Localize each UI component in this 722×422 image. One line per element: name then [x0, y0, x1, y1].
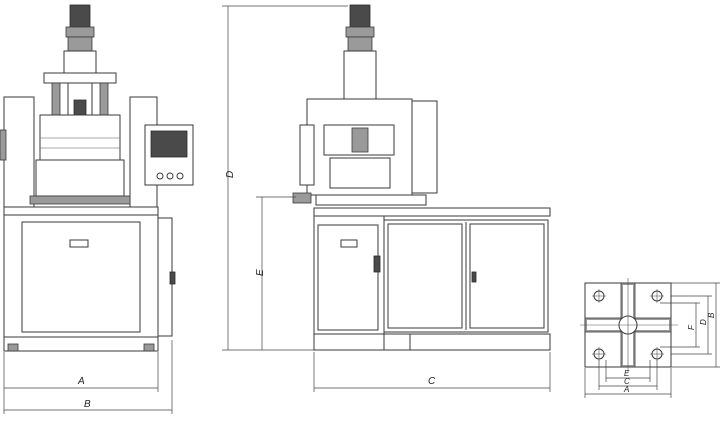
front-cylinder	[63, 50, 97, 74]
front-motor-flange	[65, 26, 95, 38]
dim-label-base-C: C	[624, 377, 630, 386]
front-dimensions: A B	[3, 340, 173, 414]
front-coupling	[67, 36, 93, 52]
front-rotary-table	[29, 195, 131, 205]
front-view	[0, 4, 194, 352]
front-motor	[69, 4, 91, 28]
front-foot-left	[7, 343, 19, 352]
dim-label-base-F: F	[687, 324, 696, 330]
front-control-screen	[150, 130, 188, 158]
side-motor-flange	[345, 26, 375, 38]
side-mold-lower	[329, 157, 391, 189]
side-table-top	[313, 207, 551, 217]
base-plan-view	[580, 278, 678, 372]
side-door-panel	[299, 124, 315, 186]
front-button-3	[176, 172, 184, 180]
side-ram	[351, 127, 369, 153]
side-cylinder	[343, 50, 377, 100]
dim-label-base-B: B	[707, 312, 716, 318]
front-base-frame	[3, 336, 159, 352]
front-cabinet-door	[21, 221, 141, 333]
dim-label-B: B	[84, 399, 91, 410]
front-lower-platen	[35, 159, 125, 197]
dim-label-base-E: E	[624, 369, 630, 378]
front-left-guard	[3, 96, 35, 213]
side-left-handle	[340, 239, 358, 248]
side-right-door-2	[469, 223, 545, 329]
front-mold-frame	[39, 114, 121, 161]
base-dimensions: F D B E C A	[584, 282, 720, 398]
dim-label-E: E	[255, 269, 266, 276]
dim-label-A: A	[77, 376, 85, 387]
side-rotary-table	[315, 194, 427, 206]
side-left-latch	[373, 255, 381, 273]
front-door-handle	[69, 239, 89, 248]
front-foot-right	[143, 343, 155, 352]
front-table-top	[3, 206, 159, 216]
side-right-lock	[471, 271, 477, 283]
front-top-plate	[43, 72, 117, 84]
side-coupling	[347, 36, 373, 52]
front-left-hinge	[0, 129, 7, 161]
side-rear-panel	[411, 100, 438, 194]
side-motor	[349, 4, 371, 28]
dim-label-base-D: D	[699, 319, 708, 325]
side-nozzle	[292, 192, 312, 204]
side-base-frame	[313, 333, 551, 351]
side-right-door-1	[387, 223, 463, 329]
front-button-2	[166, 172, 174, 180]
dim-label-D: D	[225, 171, 236, 178]
side-view	[292, 4, 551, 351]
side-dimensions: D E C	[222, 5, 551, 392]
front-button-1	[156, 172, 164, 180]
front-side-latch	[169, 271, 176, 285]
dim-label-base-A: A	[623, 385, 629, 394]
dim-label-C: C	[428, 376, 436, 387]
